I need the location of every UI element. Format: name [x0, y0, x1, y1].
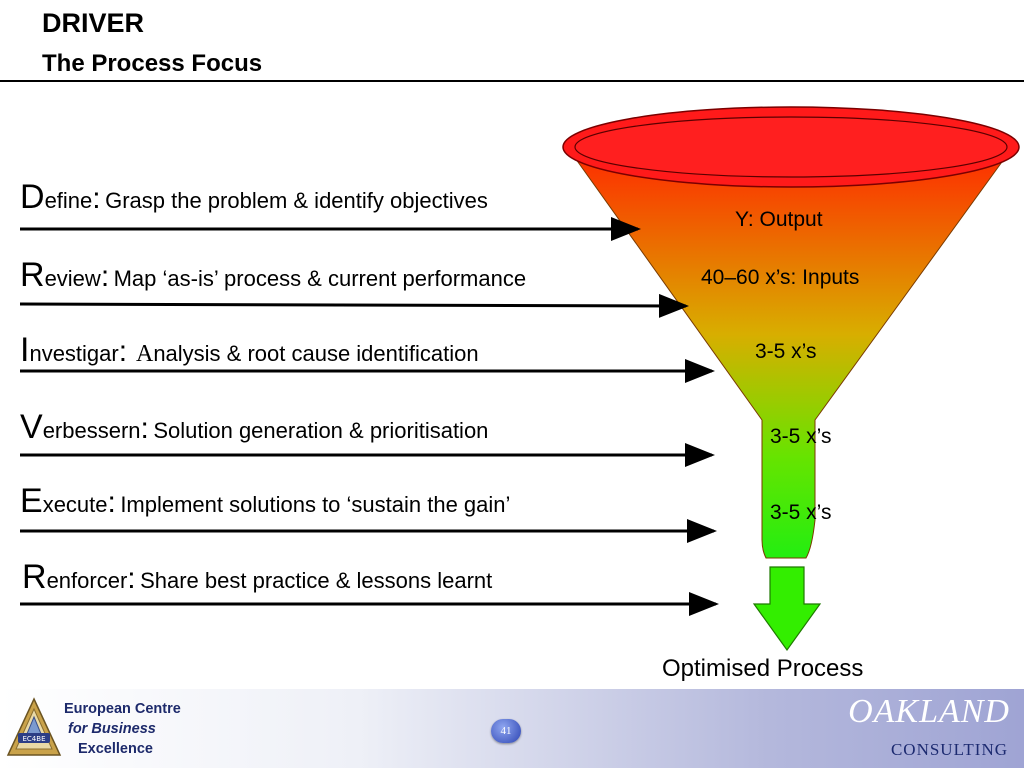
step-description: Implement solutions to ‘sustain the gain…	[120, 492, 511, 517]
step-define: Define: Grasp the problem & identify obj…	[20, 180, 488, 214]
step-name: xecute	[42, 492, 108, 517]
funnel-label-stage-3: 3-5 x’s	[770, 501, 832, 524]
output-arrow	[752, 566, 822, 652]
step-renforcer: Renforcer: Share best practice & lessons…	[22, 560, 492, 594]
ecbe-line-2: for Business	[68, 721, 156, 737]
ecbe-line-3: Excellence	[78, 741, 153, 757]
page-number-badge: 41	[491, 719, 521, 743]
funnel-label-inputs: 40–60 x’s: Inputs	[701, 266, 860, 289]
step-review: Review: Map ‘as-is’ process & current pe…	[20, 258, 526, 292]
funnel-rim-inner	[574, 116, 1008, 178]
result-label: Optimised Process	[662, 655, 864, 682]
step-colon: :	[140, 412, 149, 445]
ecbe-badge-text: EC4BE	[23, 735, 46, 743]
step-description: nalysis & root cause identification	[153, 341, 479, 366]
step-colon: :	[100, 260, 110, 293]
step-letter: D	[20, 178, 45, 216]
step-letter: V	[20, 408, 43, 446]
step-name: eview	[44, 266, 101, 291]
step-description: Share best practice & lessons learnt	[140, 568, 493, 593]
step-name: erbessern	[42, 418, 141, 443]
step-name: nvestigar	[29, 341, 119, 366]
step-colon: :	[107, 486, 116, 519]
driver-diagram	[19, 106, 1020, 652]
page-subtitle: The Process Focus	[42, 50, 263, 77]
step-letter: E	[20, 482, 43, 520]
step-description: Map ‘as-is’ process & current performanc…	[113, 266, 527, 291]
funnel-label-stage-1: 3-5 x’s	[755, 340, 817, 363]
step-colon: :	[127, 562, 136, 595]
step-name: enforcer	[46, 568, 128, 593]
funnel-label-output: Y: Output	[735, 208, 823, 231]
funnel-label-stage-2: 3-5 x’s	[770, 425, 832, 448]
header-divider	[0, 80, 1024, 82]
step-letter: R	[22, 558, 47, 596]
ecbe-wordmark: European Centre for Business Excellence	[64, 699, 181, 759]
page-title: DRIVER	[42, 8, 145, 38]
step-letter: I	[20, 331, 30, 369]
step-colon: :	[92, 182, 101, 215]
step-execute: Execute: Implement solutions to ‘sustain…	[20, 484, 510, 518]
ecbe-line-1: European Centre	[64, 701, 181, 717]
ecbe-logo: EC4BE	[6, 697, 62, 756]
step-arrow-review	[19, 293, 689, 318]
step-colon: :	[118, 335, 128, 368]
step-description: Solution generation & prioritisation	[153, 418, 489, 443]
company-logo-name: OAKLAND	[848, 693, 1010, 730]
company-logo-subtitle: CONSULTING	[890, 740, 1008, 759]
step-verbessern: Verbessern: Solution generation & priori…	[20, 410, 488, 444]
step-description-initial: A	[135, 341, 154, 367]
step-investigar: Investigar: Analysis & root cause identi…	[20, 333, 479, 367]
funnel-body	[567, 147, 1013, 559]
step-description: Grasp the problem & identify objectives	[105, 188, 488, 213]
step-name: efine	[44, 188, 93, 213]
step-letter: R	[20, 256, 45, 294]
